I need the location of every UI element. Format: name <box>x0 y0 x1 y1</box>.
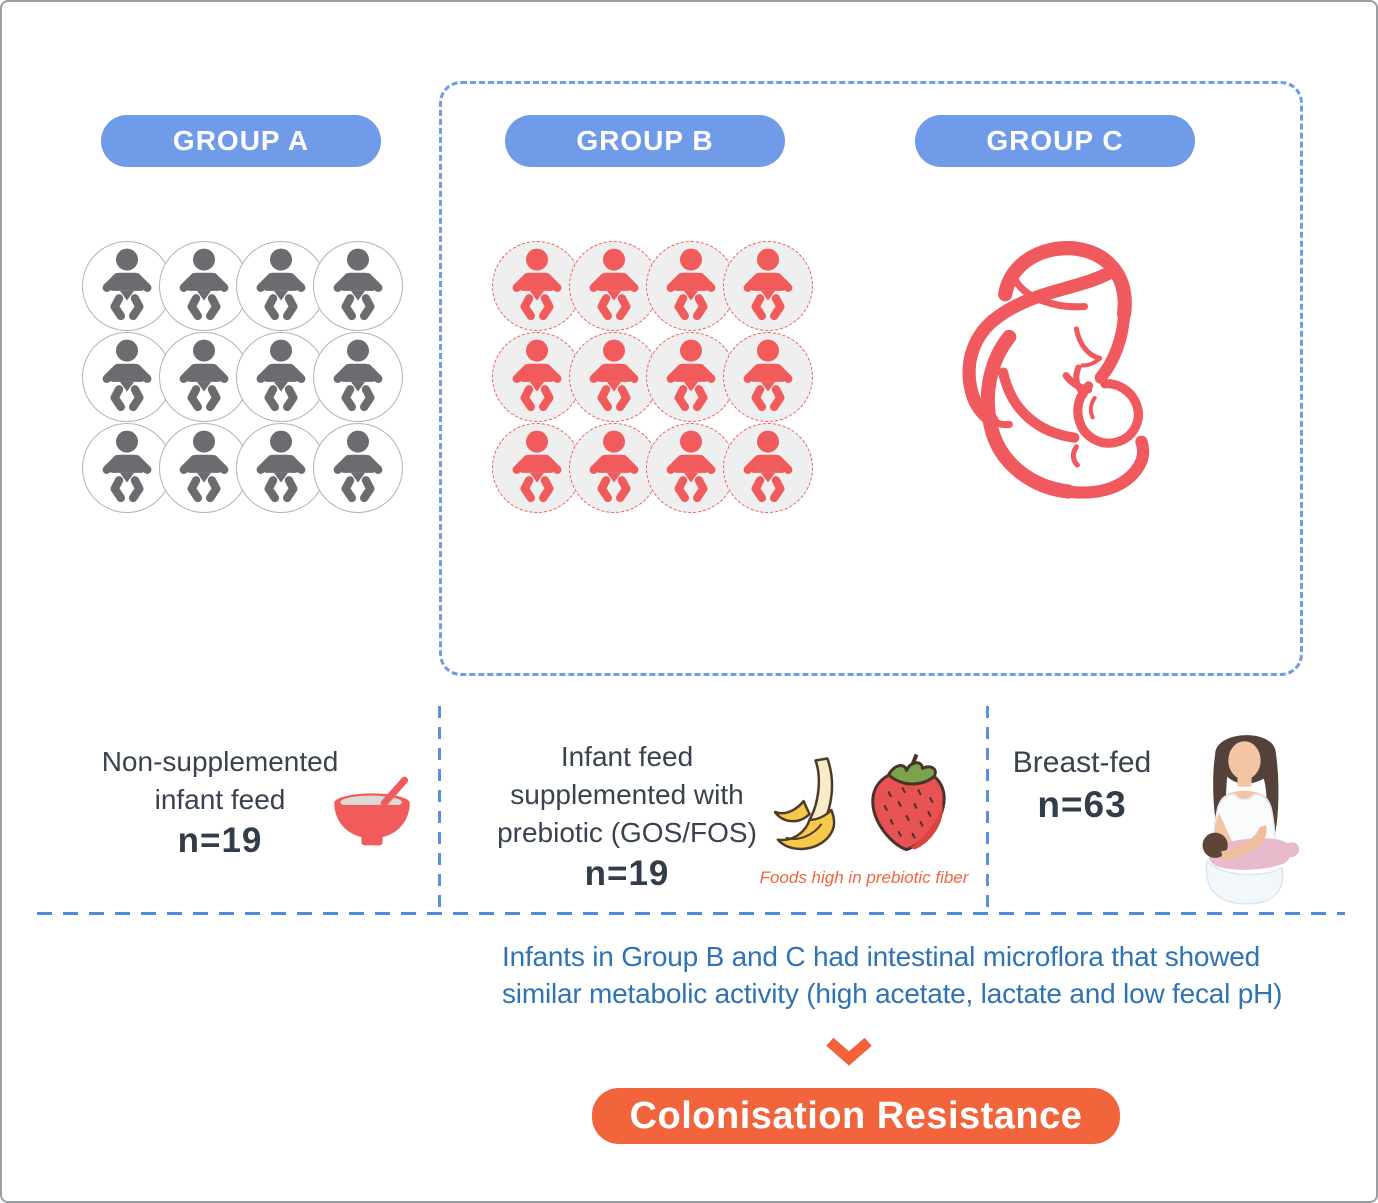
chevron-down-icon <box>826 1037 872 1066</box>
group-a-label: GROUP A <box>172 125 310 156</box>
porridge-bowl-icon <box>334 776 410 846</box>
divider-a-b <box>438 706 441 910</box>
group-a-sample-size: n=19 <box>177 821 263 860</box>
infant-icon <box>236 332 326 422</box>
group-a-header: GROUP A <box>101 115 381 167</box>
infant-icon <box>492 332 582 422</box>
infant-icon <box>569 332 659 422</box>
group-a-infant-grid <box>82 241 403 514</box>
group-b-description: Infant feed supplemented with prebiotic … <box>472 738 782 896</box>
group-b-c-dashed-box <box>439 81 1303 676</box>
group-c-header: GROUP C <box>915 115 1195 167</box>
infant-icon <box>82 241 172 331</box>
group-b-header: GROUP B <box>505 115 785 167</box>
divider-b-c <box>986 706 989 910</box>
infant-icon <box>159 332 249 422</box>
infant-icon <box>313 423 403 513</box>
group-c-description-line: Breast-fed <box>1012 746 1152 779</box>
breastfeeding-mother-lineart-icon <box>962 241 1150 499</box>
banana-strawberry-icon <box>773 753 946 852</box>
banner-label: Colonisation Resistance <box>629 1094 1083 1137</box>
group-a-description-line: infant feed <box>154 784 286 815</box>
infant-icon <box>492 423 582 513</box>
group-b-infant-grid <box>492 241 813 514</box>
infant-icon <box>646 332 736 422</box>
infant-icon <box>646 241 736 331</box>
horizontal-divider <box>37 912 1345 915</box>
infant-icon <box>646 423 736 513</box>
infant-icon <box>723 241 813 331</box>
group-b-sample-size: n=19 <box>584 854 670 893</box>
colonisation-resistance-banner: Colonisation Resistance <box>592 1088 1120 1144</box>
conclusion-text: Infants in Group B and C had intestinal … <box>502 941 1283 1009</box>
group-b-description-line: supplemented with <box>510 779 744 810</box>
infant-icon <box>159 423 249 513</box>
group-c-label: GROUP C <box>986 125 1124 156</box>
infant-icon <box>313 332 403 422</box>
breastfeeding-woman-illustration <box>1202 735 1300 905</box>
infant-icon <box>236 423 326 513</box>
fruits-caption: Foods high in prebiotic fiber <box>759 868 969 887</box>
infant-icon <box>159 241 249 331</box>
group-a-description-line: Non-supplemented <box>101 746 339 777</box>
infant-icon <box>492 241 582 331</box>
group-b-description-line: Infant feed <box>560 741 694 772</box>
group-a-description: Non-supplemented infant feed n=19 <box>60 743 380 863</box>
infant-icon <box>569 423 659 513</box>
infant-icon <box>569 241 659 331</box>
group-b-label: GROUP B <box>576 125 714 156</box>
infant-icon <box>723 332 813 422</box>
infant-icon <box>82 423 172 513</box>
group-b-description-line: prebiotic (GOS/FOS) <box>497 817 757 848</box>
group-c-sample-size: n=63 <box>1037 784 1127 825</box>
infant-icon <box>313 241 403 331</box>
infant-icon <box>723 423 813 513</box>
infant-icon <box>82 332 172 422</box>
group-c-description: Breast-fed n=63 <box>990 743 1174 827</box>
